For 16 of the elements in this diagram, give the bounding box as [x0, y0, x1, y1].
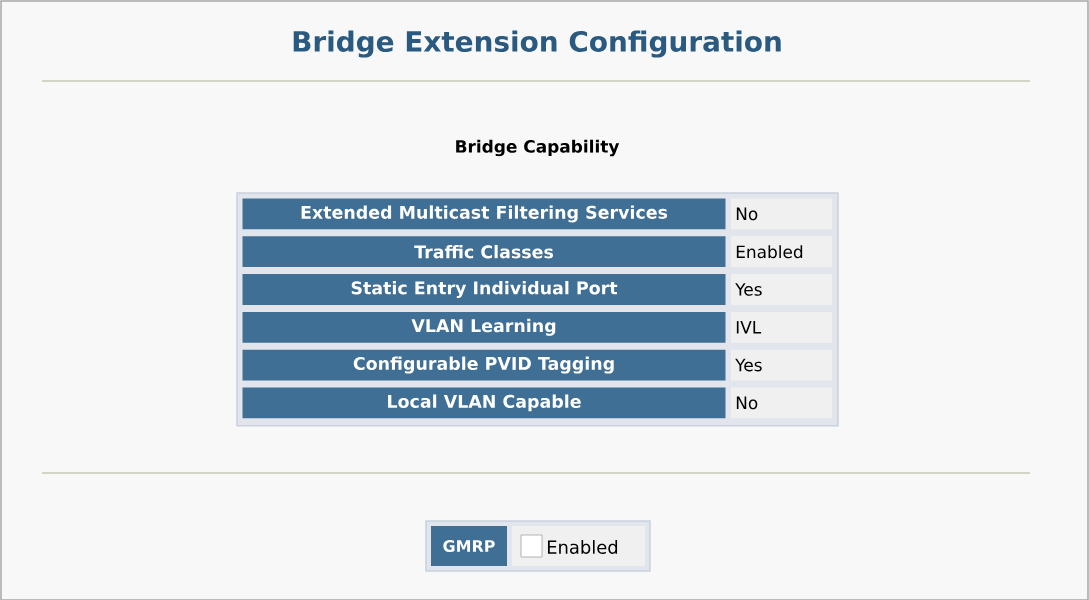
checkbox-label: Enabled: [547, 540, 618, 554]
header-cell: Traffic Classes: [242, 236, 726, 268]
value-text: IVL: [736, 321, 762, 334]
header-cell: VLAN Learning: [242, 311, 726, 343]
value-text: No: [736, 207, 758, 221]
page-title: Bridge Extension Configuration: [293, 30, 781, 58]
value-text: Enabled: [736, 245, 803, 259]
value-text: Yes: [735, 283, 762, 296]
header-cell: GMRP: [431, 526, 507, 566]
header-cell: Extended Multicast Filtering Services: [242, 198, 726, 230]
section-heading: Bridge Capability: [456, 139, 620, 157]
header-cell: Static Entry Individual Port: [242, 274, 726, 305]
value-text: No: [736, 396, 758, 410]
header-cell: Local VLAN Capable: [242, 387, 726, 419]
header-cell: Configurable PVID Tagging: [242, 349, 726, 381]
value-text: Yes: [735, 358, 762, 372]
